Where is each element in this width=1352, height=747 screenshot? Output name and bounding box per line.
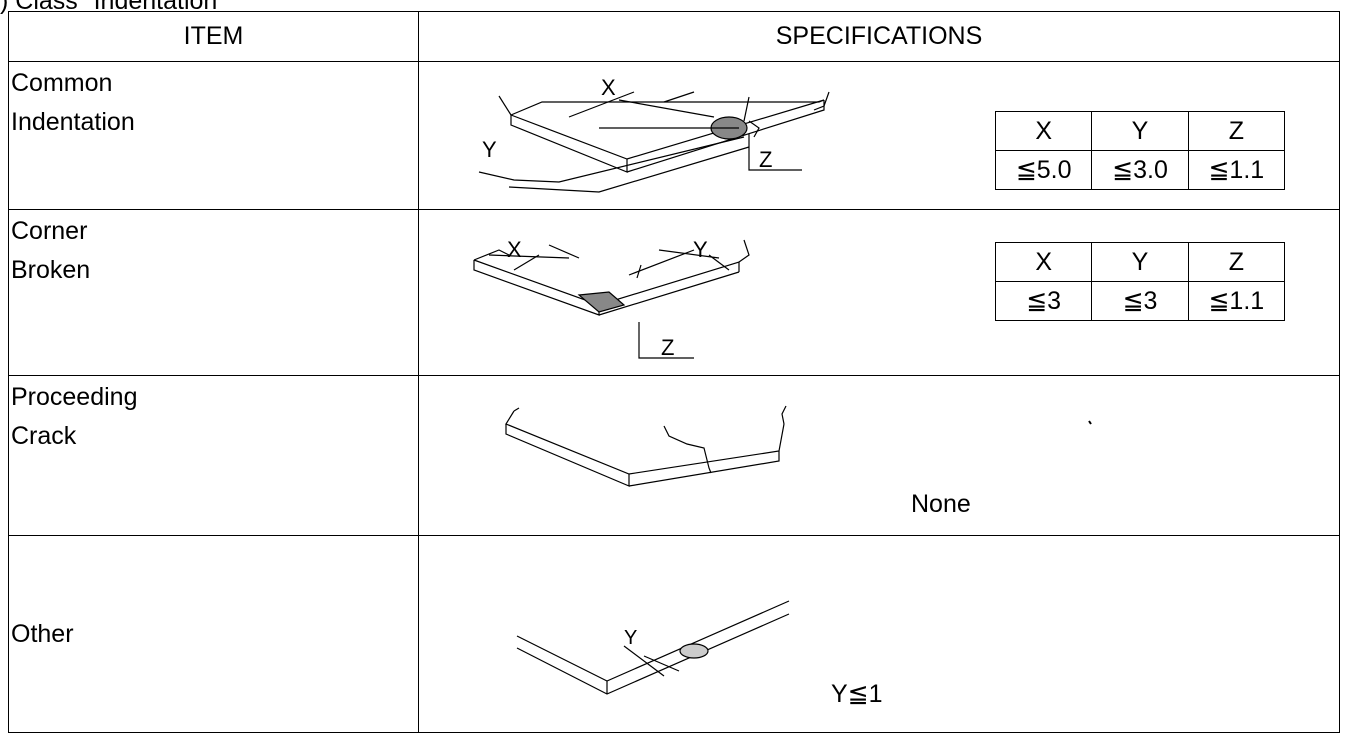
limit-value-x: ≦5.0 — [994, 150, 1093, 190]
limit-header-x: X — [994, 242, 1093, 282]
other-diagram: Y — [516, 600, 790, 695]
other-note: Y≦1 — [831, 680, 883, 708]
spec-cell-proceeding-crack: None — [418, 375, 1340, 536]
y-dim-label: Y — [693, 237, 708, 262]
indentation-spec-table: ITEM SPECIFICATIONS Common Indentation — [8, 11, 1340, 733]
x-dim-label: X — [601, 75, 616, 100]
z-dim-label: Z — [759, 147, 772, 172]
common-indentation-diagram: X Y Z — [478, 75, 830, 193]
item-name-line2: Indentation — [11, 108, 135, 136]
item-name-line1: Proceeding — [11, 383, 138, 411]
corner-broken-diagram: X Y Z — [473, 237, 750, 360]
specifications-column-header: SPECIFICATIONS — [418, 11, 1340, 62]
limit-header-y: Y — [1091, 242, 1189, 282]
proceeding-crack-diagram — [505, 405, 1092, 487]
item-cell-other: Other — [8, 535, 419, 733]
limit-value-y: ≦3 — [1091, 281, 1189, 321]
item-name-line1: Common — [11, 69, 113, 97]
limit-value-z: ≦1.1 — [1187, 150, 1286, 190]
limit-value-y: ≦3.0 — [1091, 150, 1189, 190]
limit-value-z: ≦1.1 — [1187, 281, 1286, 321]
crack-note: None — [911, 490, 971, 518]
item-cell-corner-broken: Corner Broken — [8, 209, 419, 376]
z-dim-label: Z — [661, 335, 674, 360]
limit-header-z: Z — [1187, 242, 1286, 282]
table-row: Common Indentation — [8, 61, 1340, 210]
item-name-line2: Crack — [11, 422, 77, 450]
limit-header-x: X — [994, 111, 1093, 151]
y-dim-label: Y — [624, 627, 637, 649]
item-column-header: ITEM — [8, 11, 419, 62]
limit-value-x: ≦3 — [994, 281, 1093, 321]
item-name-line2: Broken — [11, 256, 91, 284]
item-name-line1: Other — [11, 619, 74, 648]
item-name-line1: Corner — [11, 217, 88, 245]
spec-cell-corner-broken: X Y Z X Y Z ≦3 ≦3 ≦1.1 — [418, 209, 1340, 376]
spec-cell-common-indentation: X Y Z X Y Z ≦5.0 ≦3.0 ≦1.1 — [418, 61, 1340, 210]
spec-cell-other: Y Y≦1 — [418, 535, 1340, 733]
table-row: Corner Broken — [8, 209, 1340, 376]
limit-header-y: Y — [1091, 111, 1189, 151]
limit-header-z: Z — [1187, 111, 1286, 151]
table-row: Proceeding Crack None — [8, 375, 1340, 536]
limits-table-corner-broken: X Y Z ≦3 ≦3 ≦1.1 — [994, 242, 1286, 321]
x-dim-label: X — [507, 237, 522, 262]
limits-table-common-indentation: X Y Z ≦5.0 ≦3.0 ≦1.1 — [994, 111, 1286, 190]
item-cell-proceeding-crack: Proceeding Crack — [8, 375, 419, 536]
y-dim-label: Y — [482, 137, 497, 162]
item-cell-common-indentation: Common Indentation — [8, 61, 419, 210]
table-row: Other Y Y≦1 — [8, 535, 1340, 733]
